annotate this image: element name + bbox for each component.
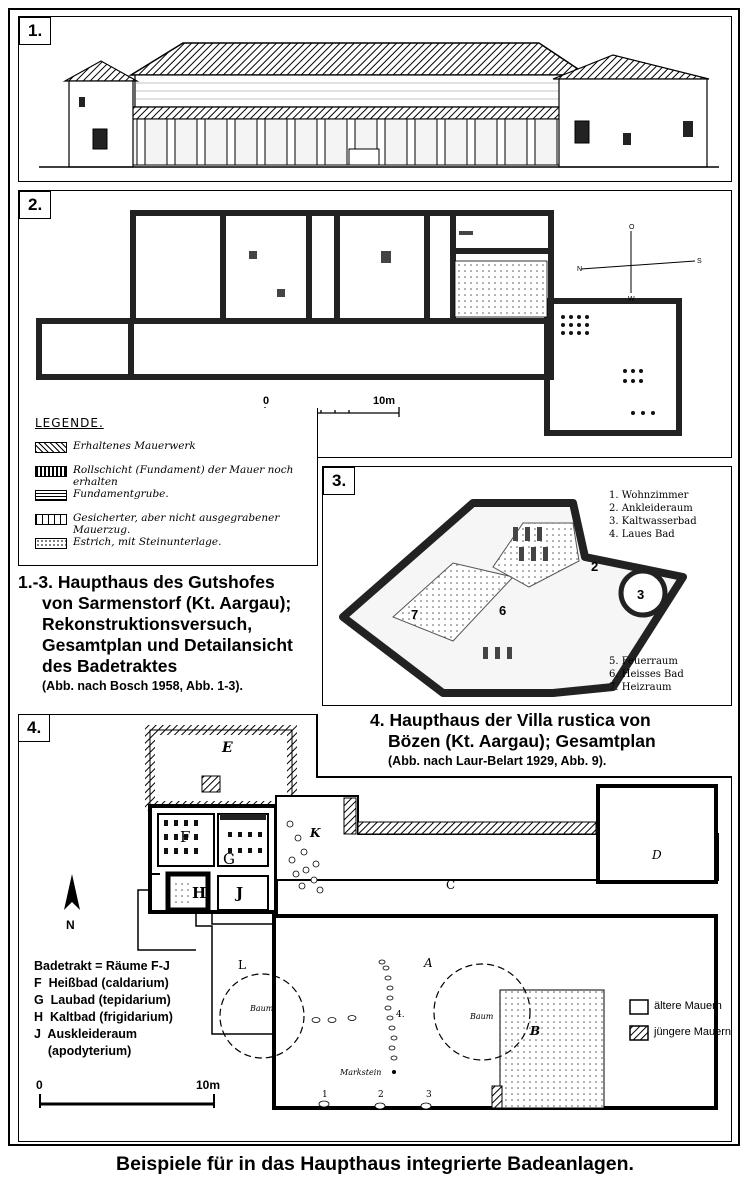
panel-4-step-h: [316, 776, 732, 778]
villa-elevation-drawing: [39, 42, 719, 168]
figure-frame: [8, 8, 740, 1146]
key3-item-1: 1. Wohnzimmer: [609, 490, 689, 501]
boezen-plan-drawing: [39, 725, 719, 1110]
room-B: B: [530, 1024, 541, 1038]
panel-4-plan: [18, 714, 318, 776]
legend-swatch-pit: [35, 490, 67, 501]
bath-list-4: J Auskleideraum: [34, 1027, 138, 1041]
legend-item-foundation: Rollschicht (Fundament) der Mauer noch e…: [73, 464, 294, 488]
bath-axonometric-drawing: 2 3 7 6: [339, 499, 687, 697]
legend-item-preserved: Erhaltenes Mauerwerk: [73, 440, 196, 452]
legend-old-walls: ältere Mauern: [654, 1000, 722, 1012]
legend-swatch-preserved: [35, 442, 67, 453]
north-label: N: [66, 918, 75, 932]
key3-number-6: 6: [499, 603, 506, 618]
room-L: L: [238, 958, 246, 972]
key3-item-5: 5. Feuerraum: [609, 656, 678, 667]
key3-number-7: 7: [411, 607, 418, 622]
scale2-end: 10m: [373, 395, 395, 407]
key3-top: 1. Wohnzimmer 2. Ankleideraum 3. Kaltwas…: [609, 489, 697, 541]
panel-2-tag: 2.: [19, 191, 52, 219]
compass2-o: O: [629, 224, 635, 231]
room-E: E: [222, 740, 233, 756]
room-F: F: [180, 828, 191, 846]
caption4-line-2: Bözen (Kt. Aargau); Gesamtplan: [388, 731, 656, 751]
caption4-line-1: 4. Haupthaus der Villa rustica von: [370, 710, 651, 730]
room-H: H: [192, 884, 207, 902]
scale4-start: 0: [36, 1078, 43, 1092]
key3-item-2: 2. Ankleideraum: [609, 503, 693, 514]
legend-title: LEGENDE.: [35, 416, 104, 430]
sarmenstorf-plan-drawing: 0 10m O N S W: [36, 210, 702, 436]
compass2-n: N: [577, 266, 582, 273]
key3-item-4: 4. Laues Bad: [609, 529, 675, 540]
caption-4: 4. Haupthaus der Villa rustica von Bözen…: [370, 710, 740, 770]
key3-number-2: 2: [591, 559, 598, 574]
legend-swatch-foundation: [35, 466, 67, 477]
room-J: J: [236, 884, 244, 902]
key3-item-3: 3. Kaltwasserbad: [609, 516, 697, 527]
stone-4: 4.: [396, 1010, 405, 1020]
bath-list-1: F Heißbad (caldarium): [34, 976, 169, 990]
scale2-start: 0: [263, 395, 269, 407]
caption1-line-3: Rekonstruktionsversuch,: [42, 614, 253, 634]
caption1-line-4: Gesamtplan und Detailansicht: [42, 635, 293, 655]
room-A: A: [424, 956, 433, 970]
bath-list-3: H Kaltbad (frigidarium): [34, 1010, 173, 1024]
bath-list-0: Badetrakt = Räume F-J: [34, 959, 170, 973]
stone-3: 3: [426, 1090, 432, 1100]
key3-number-3: 3: [637, 587, 644, 602]
bath-list-2: G Laubad (tepidarium): [34, 993, 171, 1007]
key3-bottom: 5. Feuerraum 6. Heisses Bad 7. Heizraum: [609, 655, 684, 694]
tree-label-left: Baum: [250, 1004, 274, 1013]
caption-1-3: 1.-3. Haupthaus des Gutshofes von Sarmen…: [18, 572, 318, 695]
legend-swatch-unexcavated: [35, 514, 67, 525]
panel-4-step-v: [316, 714, 318, 778]
legend-item-estrich: Estrich, mit Steinunterlage.: [73, 536, 222, 548]
caption1-line-2: von Sarmenstorf (Kt. Aargau);: [42, 593, 292, 613]
bath-rooms-list: Badetrakt = Räume F-J F Heißbad (caldari…: [34, 958, 173, 1060]
caption1-line-1: 1.-3. Haupthaus des Gutshofes: [18, 572, 275, 592]
key3-item-7: 7. Heizraum: [609, 682, 672, 693]
caption4-source: (Abb. nach Laur-Belart 1929, Abb. 9).: [388, 754, 607, 768]
room-D: D: [652, 848, 662, 862]
legend-new-walls: jüngere Mauern: [654, 1026, 732, 1038]
room-C: C: [446, 878, 456, 892]
panel-4-tag: 4.: [18, 714, 51, 742]
key3-item-6: 6. Heisses Bad: [609, 669, 684, 680]
scale4-end: 10m: [196, 1078, 221, 1092]
caption1-source: (Abb. nach Bosch 1958, Abb. 1-3).: [42, 679, 243, 693]
legend-swatch-estrich: [35, 538, 67, 549]
stone-1: 1: [322, 1090, 328, 1100]
markstein-label: Markstein: [340, 1068, 382, 1077]
stone-2: 2: [378, 1090, 384, 1100]
panel-3-tag: 3.: [323, 467, 356, 495]
room-K: K: [310, 826, 321, 840]
legend-item-unexcavated: Gesicherter, aber nicht ausgegrabener Ma…: [73, 512, 280, 536]
tree-label-right: Baum: [470, 1012, 494, 1021]
figure-title: Beispiele für in das Haupthaus integrier…: [116, 1153, 634, 1175]
panel-1-reconstruction: 1.: [18, 16, 732, 182]
panel-3-bath-detail: 2 3 7 6 3. 1. Wohnzimmer 2. Ankleideraum…: [322, 466, 732, 706]
legend-item-pit: Fundamentgrube.: [73, 488, 169, 500]
room-G: G: [223, 850, 235, 868]
bath-list-5: (apodyterium): [34, 1044, 132, 1058]
compass2-w: W: [628, 296, 635, 303]
panel-1-tag: 1.: [19, 17, 52, 45]
compass2-s: S: [697, 258, 702, 265]
caption1-line-5: des Badetraktes: [42, 656, 178, 676]
panel-2-legend: LEGENDE. Erhaltenes Mauerwerk Rollschich…: [18, 408, 318, 566]
